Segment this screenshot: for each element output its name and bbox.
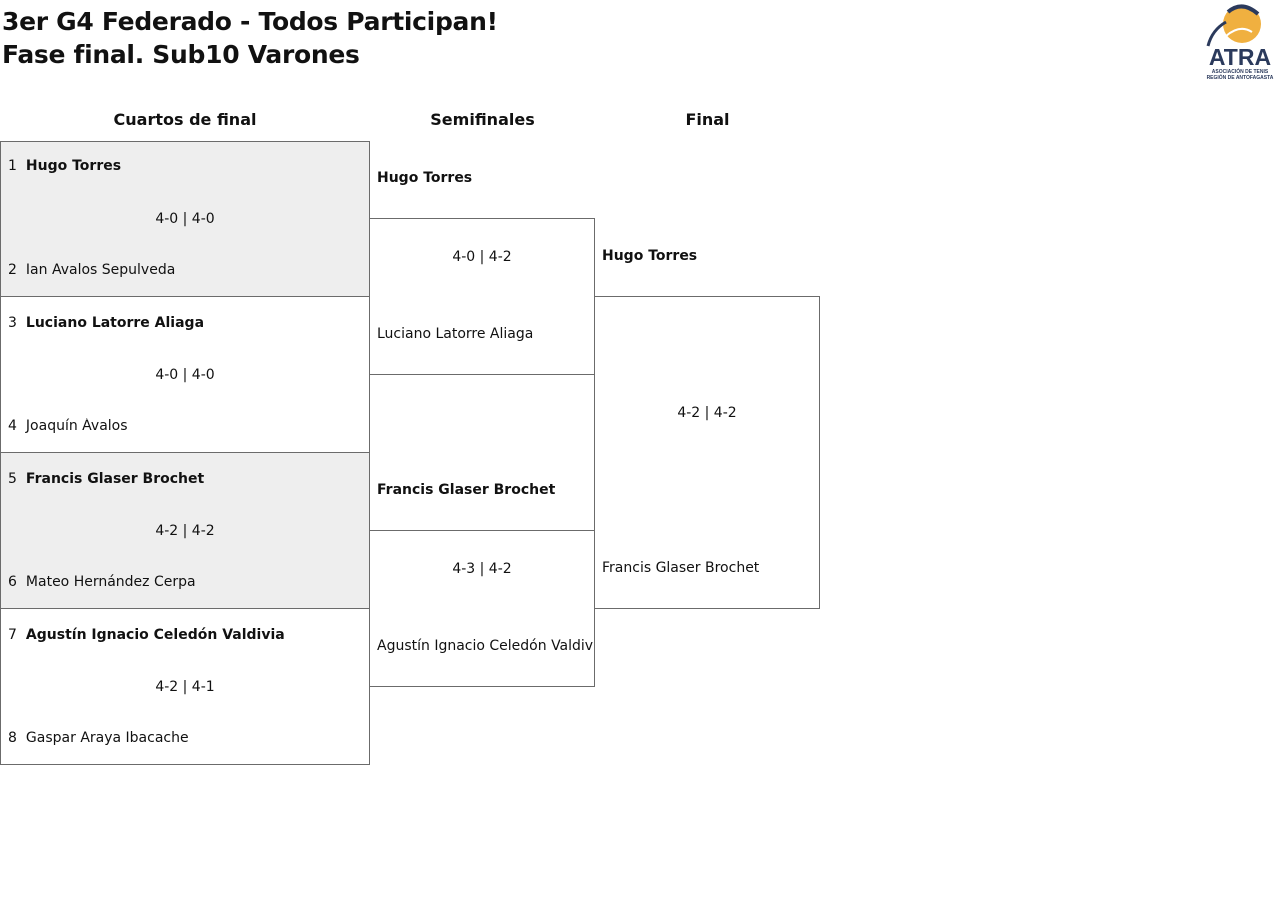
seed-number: 8 [8,730,17,746]
player-top[interactable]: 1 Hugo Torres [8,158,121,174]
seed-number: 2 [8,262,17,278]
player-bottom[interactable]: 2 Ian Avalos Sepulveda [8,262,175,278]
match-score: 4-0 | 4-0 [155,211,215,227]
match-score: 4-0 | 4-0 [155,367,215,383]
logo-subtext-1: ASOCIACIÓN DE TENIS [1212,67,1269,75]
match-score: 4-3 | 4-2 [452,561,512,577]
player-bottom[interactable]: Luciano Latorre Aliaga [377,326,534,342]
match-score: 4-2 | 4-2 [677,405,737,421]
page-title: 3er G4 Federado - Todos Participan! [2,7,498,36]
logo-subtext-2: REGIÓN DE ANTOFAGASTA [1207,73,1274,81]
semifinal-2-top-player[interactable]: Francis Glaser Brochet [377,482,556,498]
seed-number: 3 [8,315,17,331]
match-score: 4-2 | 4-1 [155,679,215,695]
player-top[interactable]: 5 Francis Glaser Brochet [8,471,204,487]
semifinal-match-1: 4-0 | 4-2 Luciano Latorre Aliaga [369,218,595,375]
player-top[interactable]: 7 Agustín Ignacio Celedón Valdivia [8,627,285,643]
final-top-player[interactable]: Hugo Torres [602,248,698,264]
atra-logo: ATRA ASOCIACIÓN DE TENIS REGIÓN DE ANTOF… [1206,4,1274,81]
semifinal-match-2: 4-3 | 4-2 Agustín Ignacio Celedón Valdiv… [369,530,595,687]
round-header-semifinals: Semifinales [430,110,535,129]
final-match: 4-2 | 4-2 Francis Glaser Brochet [594,296,820,609]
match-score: 4-0 | 4-2 [452,249,512,265]
logo-text: ATRA [1209,44,1271,70]
quarterfinal-match-1: 1 Hugo Torres 4-0 | 4-0 2 Ian Avalos Sepul… [0,141,370,297]
player-bottom[interactable]: Agustín Ignacio Celedón Valdivia [377,638,594,654]
tennis-ball-icon [1223,5,1261,43]
round-header-final: Final [685,110,730,129]
player-name: Gaspar Araya Ibacache [25,730,189,746]
seed-number: 1 [8,158,17,174]
page-subtitle: Fase final. Sub10 Varones [2,40,360,69]
round-header-quarterfinals: Cuartos de final [113,110,257,129]
match-score: 4-2 | 4-2 [155,523,215,539]
player-top[interactable]: 3 Luciano Latorre Aliaga [8,315,204,331]
player-name: Luciano Latorre Aliaga [25,315,205,331]
quarterfinal-match-3: 5 Francis Glaser Brochet 4-2 | 4-2 6 Mateo… [0,452,370,609]
player-name: Hugo Torres [25,158,122,174]
seed-number: 4 [8,418,17,434]
seed-number: 5 [8,471,17,487]
player-bottom[interactable]: 4 Joaquín Ávalos [8,418,128,434]
quarterfinal-match-4: 7 Agustín Ignacio Celedón Valdivia 4-2 | … [0,608,370,765]
player-bottom[interactable]: 6 Mateo Hernández Cerpa [8,574,196,590]
player-name: Agustín Ignacio Celedón Valdivia [25,627,285,643]
quarterfinal-match-2: 3 Luciano Latorre Aliaga 4-0 | 4-0 4 Joaqu… [0,296,370,453]
seed-number: 6 [8,574,17,590]
player-name: Ian Avalos Sepulveda [25,262,176,278]
player-bottom[interactable]: 8 Gaspar Araya Ibacache [8,730,189,746]
seed-number: 7 [8,627,17,643]
player-name: Joaquín Ávalos [25,418,128,434]
player-name: Francis Glaser Brochet [25,471,205,487]
player-bottom[interactable]: Francis Glaser Brochet [602,560,760,576]
player-name: Mateo Hernández Cerpa [25,574,196,590]
semifinal-1-top-player[interactable]: Hugo Torres [377,170,473,186]
